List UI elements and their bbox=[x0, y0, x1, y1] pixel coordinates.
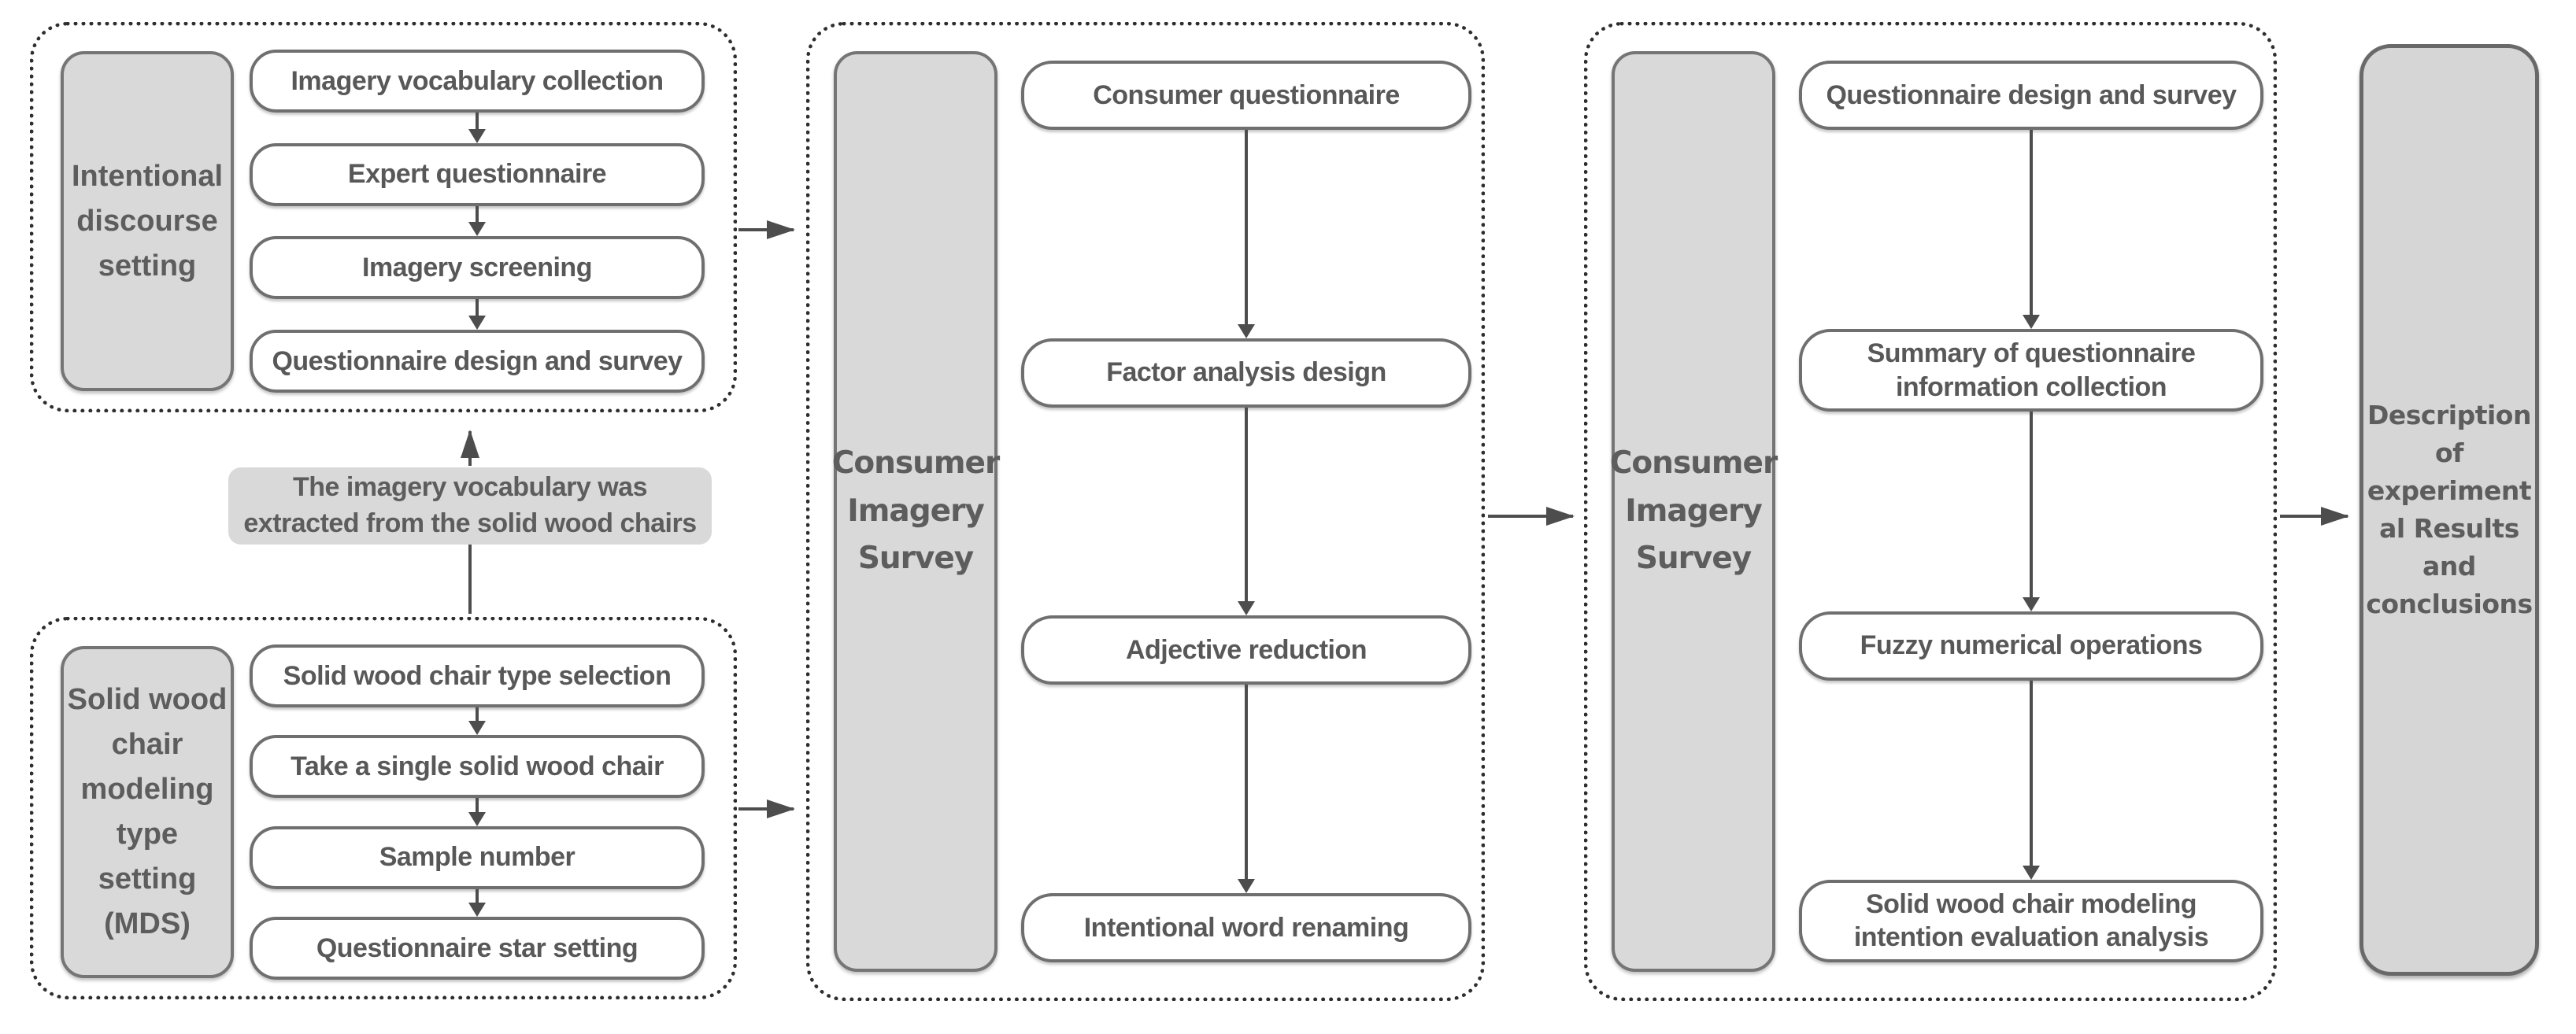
step-box: Take a single solid wood chair bbox=[250, 735, 705, 799]
sidebar-consumer-imagery-survey-2: Consumer Imagery Survey bbox=[1610, 51, 1778, 972]
flow-survey-1: Consumer questionnaire Factor analysis d… bbox=[997, 26, 1481, 997]
step-box: Questionnaire star setting bbox=[250, 916, 705, 980]
step-box: Imagery vocabulary collection bbox=[250, 50, 705, 113]
arrow-down-icon bbox=[2023, 680, 2040, 880]
panel-solid-wood-chair-mds: Solid wood chair modeling type setting (… bbox=[30, 617, 737, 999]
result-box-description: Description of experiment al Results and… bbox=[2359, 44, 2539, 976]
arrow-down-icon bbox=[468, 113, 486, 143]
flow-survey-2: Questionnaire design and survey Summary … bbox=[1775, 26, 2273, 997]
step-box: Intentional word renaming bbox=[1021, 893, 1471, 963]
step-box: Solid wood chair type selection bbox=[250, 644, 705, 707]
note-imagery-vocabulary: The imagery vocabulary was extracted fro… bbox=[228, 467, 712, 545]
arrow-down-icon bbox=[2023, 130, 2040, 330]
arrow-down-icon bbox=[468, 205, 486, 237]
arrow-down-icon bbox=[1238, 685, 1255, 894]
arrow-down-icon bbox=[468, 707, 486, 736]
step-box: Expert questionnaire bbox=[250, 142, 705, 206]
step-box: Adjective reduction bbox=[1021, 615, 1471, 685]
flow-intentional: Imagery vocabulary collection Expert que… bbox=[234, 26, 733, 408]
step-box: Questionnaire design and survey bbox=[1799, 61, 2263, 130]
panel-consumer-imagery-survey-1: Consumer Imagery Survey Consumer questio… bbox=[806, 22, 1485, 1001]
step-box: Imagery screening bbox=[250, 236, 705, 300]
step-box: Fuzzy numerical operations bbox=[1799, 611, 2263, 681]
step-box: Solid wood chair modeling intention eval… bbox=[1799, 879, 2263, 962]
arrow-down-icon bbox=[468, 888, 486, 917]
step-box: Consumer questionnaire bbox=[1021, 61, 1471, 130]
flow-mds: Solid wood chair type selection Take a s… bbox=[234, 621, 733, 995]
panel-intentional-discourse-setting: Intentional discourse setting Imagery vo… bbox=[30, 22, 737, 412]
step-box: Factor analysis design bbox=[1021, 338, 1471, 408]
arrow-down-icon bbox=[1238, 130, 1255, 338]
step-box: Questionnaire design and survey bbox=[250, 330, 705, 393]
arrow-down-icon bbox=[468, 299, 486, 331]
step-box: Sample number bbox=[250, 825, 705, 889]
arrow-down-icon bbox=[1238, 407, 1255, 616]
step-box: Summary of questionnaire information col… bbox=[1799, 329, 2263, 412]
sidebar-solid-wood-chair-mds: Solid wood chair modeling type setting (… bbox=[61, 646, 234, 978]
sidebar-consumer-imagery-survey-1: Consumer Imagery Survey bbox=[832, 51, 1000, 972]
arrow-down-icon bbox=[468, 798, 486, 826]
panel-consumer-imagery-survey-2: Consumer Imagery Survey Questionnaire de… bbox=[1584, 22, 2277, 1001]
arrow-down-icon bbox=[2023, 412, 2040, 611]
sidebar-intentional-discourse-setting: Intentional discourse setting bbox=[61, 51, 234, 391]
